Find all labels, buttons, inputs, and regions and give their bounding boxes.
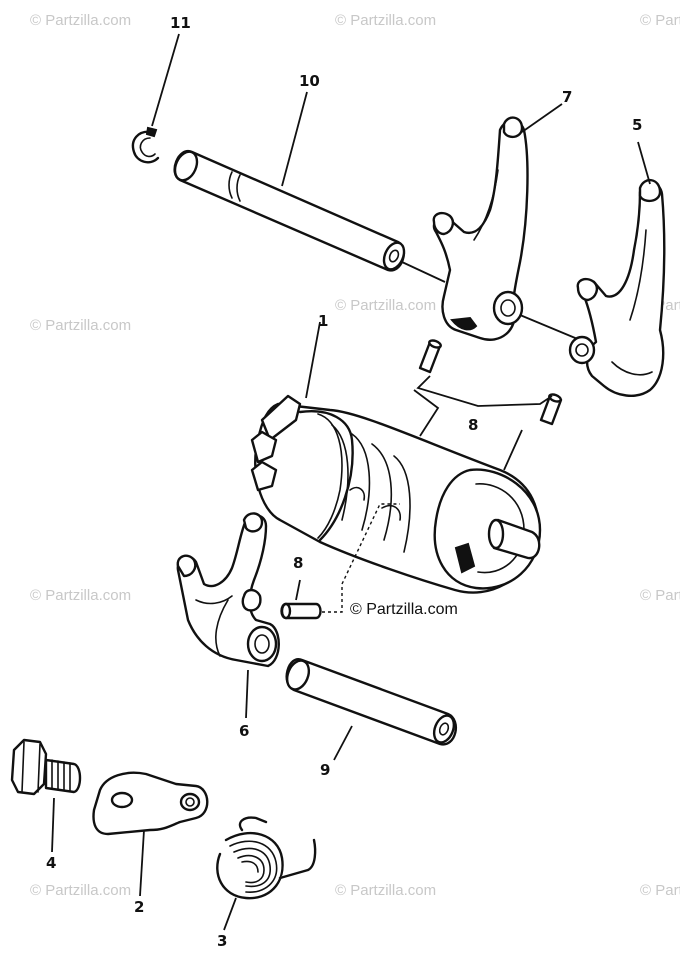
part-7-shift-fork bbox=[432, 116, 529, 341]
watermark: © Partzilla.com bbox=[335, 882, 436, 899]
callout-8-upper: 8 bbox=[468, 416, 478, 434]
watermark: © Partzilla.com bbox=[640, 587, 680, 604]
watermark: © Partzilla.com bbox=[30, 12, 131, 29]
callout-11: 11 bbox=[170, 14, 191, 32]
callout-5: 5 bbox=[632, 116, 642, 134]
part-1-shift-drum bbox=[250, 394, 542, 594]
watermark: © Partzilla.com bbox=[30, 882, 131, 899]
part-8-guide-pin bbox=[539, 393, 563, 426]
watermark: © Partzilla.com bbox=[640, 882, 680, 899]
part-11-circlip bbox=[131, 126, 160, 164]
part-9-shaft bbox=[285, 658, 458, 746]
part-8-guide-pin bbox=[280, 602, 322, 620]
part-6-shift-fork bbox=[176, 512, 280, 668]
watermark: © Partzilla.com bbox=[640, 12, 680, 29]
callout-2: 2 bbox=[134, 898, 144, 916]
watermark-layer: © Partzilla.com © Partzilla.com © Partzi… bbox=[30, 12, 680, 899]
part-5-shift-fork bbox=[568, 179, 666, 397]
watermark: © Partzilla.com bbox=[30, 587, 131, 604]
callout-6: 6 bbox=[239, 722, 249, 740]
watermark: © Partzilla.com bbox=[30, 317, 131, 334]
callout-9: 9 bbox=[320, 761, 330, 779]
brand-label: © Partzilla.com bbox=[350, 601, 458, 618]
callout-leaders bbox=[51, 33, 651, 931]
callout-10: 10 bbox=[299, 72, 320, 90]
part-2-stopper-plate bbox=[92, 771, 209, 836]
part-8-guide-pin bbox=[418, 339, 442, 374]
callout-1: 1 bbox=[318, 312, 328, 330]
callout-8-lower: 8 bbox=[293, 554, 303, 572]
part-10-shaft bbox=[173, 150, 406, 272]
callout-4: 4 bbox=[46, 854, 56, 872]
callout-3: 3 bbox=[217, 932, 227, 950]
watermark: © Partzilla.com bbox=[335, 12, 436, 29]
part-3-torsion-spring bbox=[216, 816, 317, 900]
part-4-bolt bbox=[10, 738, 82, 796]
watermark: © Partzilla.com bbox=[335, 297, 436, 314]
assembly-axis-line bbox=[401, 261, 581, 341]
callout-7: 7 bbox=[562, 88, 572, 106]
